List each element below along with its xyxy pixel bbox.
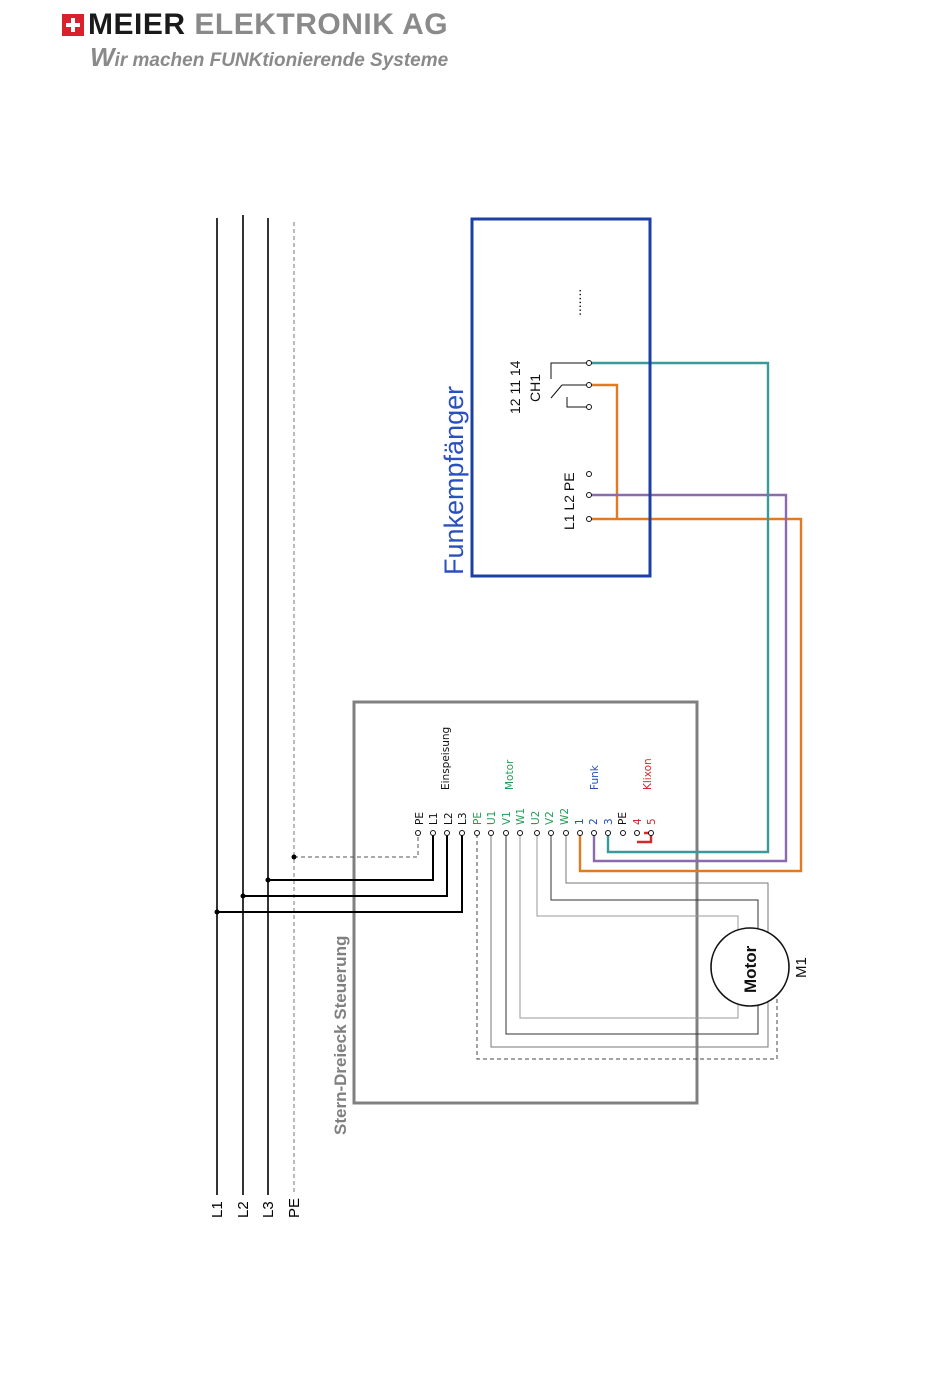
junction-l1 — [215, 910, 220, 915]
group-label-einspeisung: Einspeisung — [440, 727, 452, 790]
terminal-klixon-4 — [635, 831, 640, 836]
group-label-motor: Motor — [504, 759, 516, 790]
relay-contact-nc — [551, 363, 589, 379]
receiver-terminal-pe — [587, 472, 592, 477]
terminal-pe-funk — [621, 831, 626, 836]
terminal-w1 — [518, 831, 523, 836]
terminal-label-l3: L3 — [457, 812, 469, 825]
junction-l2 — [241, 894, 246, 899]
receiver-terminal-14 — [587, 405, 592, 410]
terminal-label-l2: L2 — [443, 812, 455, 825]
terminal-pe-in — [416, 831, 421, 836]
terminal-label-funk-2: 2 — [588, 818, 600, 825]
terminal-pe-motor — [475, 831, 480, 836]
terminal-label-w1: W1 — [515, 808, 527, 825]
feed-wire-pe — [294, 834, 418, 857]
feed-wire-l1 — [217, 834, 462, 912]
relay-contact-no — [567, 397, 589, 407]
receiver-terminal-11 — [587, 383, 592, 388]
receiver-terminal-12 — [587, 361, 592, 366]
controller-title: Stern-Dreieck Steuerung — [331, 936, 350, 1135]
funk-wire-bridge-orange — [589, 385, 617, 519]
bus-label-pe: PE — [286, 1198, 303, 1218]
terminal-label-funk-3: 3 — [603, 818, 615, 825]
receiver-title: Funkempfänger — [439, 386, 469, 575]
terminal-l3 — [460, 831, 465, 836]
terminal-u1 — [489, 831, 494, 836]
terminal-label-u2: U2 — [530, 811, 542, 825]
junction-l3 — [266, 878, 271, 883]
controller-group-labels: Einspeisung Motor Funk Klixon — [440, 727, 654, 790]
feed-wire-l2 — [243, 834, 447, 896]
receiver-power-label: L1 L2 PE — [561, 472, 577, 530]
terminal-label-w2: W2 — [559, 808, 571, 825]
terminal-label-pe-funk: PE — [617, 812, 629, 825]
receiver-channel-label: CH1 — [527, 374, 543, 402]
funk-wires — [580, 363, 801, 871]
terminal-label-l1: L1 — [428, 812, 440, 825]
terminal-label-funk-1: 1 — [574, 818, 586, 825]
receiver-more-channels: ....... — [568, 289, 584, 316]
terminal-label-klixon-5: 5 — [646, 818, 658, 825]
controller-terminal-labels: PE L1 L2 L3 PE U1 V1 W1 U2 V2 W2 1 2 3 P… — [414, 808, 658, 825]
group-label-klixon: Klixon — [642, 758, 654, 790]
supply-bus — [217, 215, 294, 1195]
terminal-w2 — [564, 831, 569, 836]
bus-label-l2: L2 — [235, 1201, 252, 1218]
terminal-klixon-5 — [649, 831, 654, 836]
relay-contact-blade — [551, 385, 562, 398]
motor-wire-v1 — [506, 834, 758, 1034]
terminal-v1 — [504, 831, 509, 836]
group-label-funk: Funk — [589, 764, 601, 790]
junction-pe — [292, 855, 297, 860]
receiver-terminal-l1 — [587, 517, 592, 522]
controller-terminals — [416, 831, 654, 836]
terminal-label-v1: V1 — [501, 811, 513, 825]
terminal-label-pe-motor: PE — [472, 812, 484, 825]
terminal-funk-1 — [578, 831, 583, 836]
motor-m1: Motor M1 — [711, 928, 810, 1006]
terminal-label-pe-in: PE — [414, 812, 426, 825]
terminal-label-v2: V2 — [544, 811, 556, 825]
terminal-v2 — [549, 831, 554, 836]
funk-wire-2-purple — [589, 495, 786, 861]
terminal-l2 — [445, 831, 450, 836]
terminal-label-u1: U1 — [486, 811, 498, 825]
receiver-relay-label: 12 11 14 — [507, 360, 523, 414]
terminal-funk-3 — [606, 831, 611, 836]
supply-labels: L1 L2 L3 PE — [209, 1198, 303, 1218]
supply-feed-wires — [215, 834, 463, 915]
terminal-funk-2 — [592, 831, 597, 836]
bus-label-l1: L1 — [209, 1201, 226, 1218]
bus-label-l3: L3 — [260, 1201, 277, 1218]
terminal-u2 — [535, 831, 540, 836]
relay-contact-ch1 — [551, 363, 589, 407]
motor-label: Motor — [741, 945, 760, 993]
terminal-l1 — [431, 831, 436, 836]
motor-designation: M1 — [793, 957, 810, 978]
receiver-terminal-l2 — [587, 493, 592, 498]
receiver-terminals — [587, 361, 592, 522]
terminal-label-klixon-4: 4 — [632, 818, 644, 825]
